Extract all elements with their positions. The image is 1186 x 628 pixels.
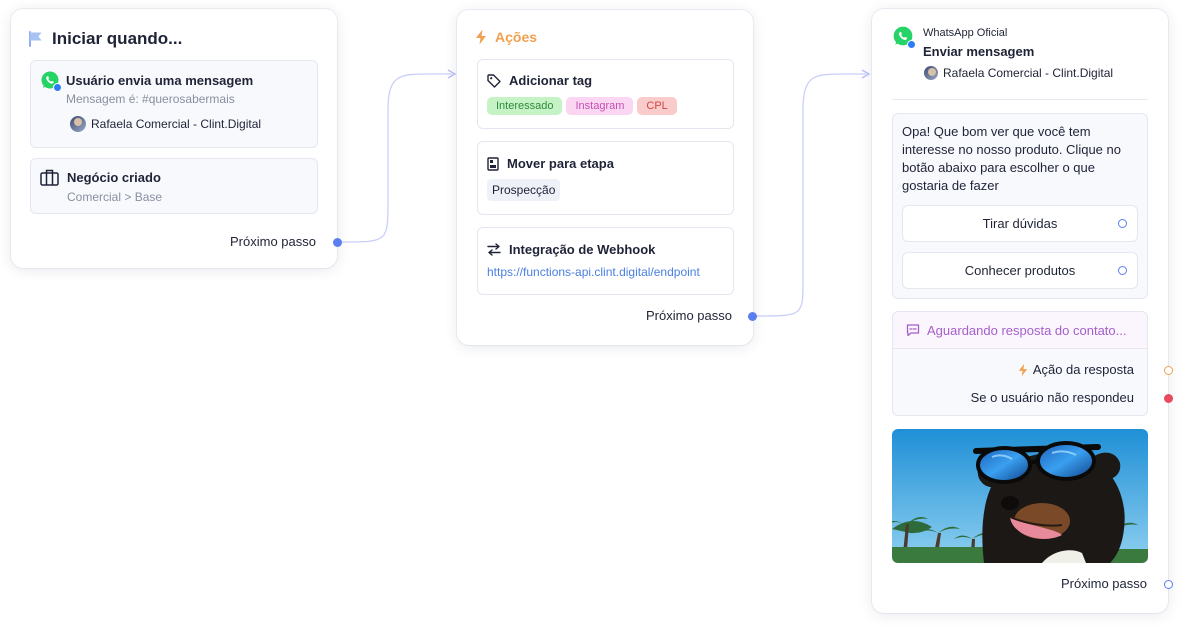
tag-chip-interessado: Interessado (487, 97, 563, 115)
message-image (892, 429, 1148, 563)
reply-button-handle[interactable] (1118, 219, 1127, 228)
on-reply-row: Ação da resposta (1018, 362, 1134, 377)
connector-arrowhead-2 (861, 69, 871, 79)
add-tag-title: Adicionar tag (509, 73, 593, 88)
trigger-card-title: Iniciar quando... (52, 29, 183, 48)
briefcase-icon (40, 169, 59, 186)
actions-card-header: Ações (475, 29, 537, 45)
tag-icon (487, 73, 501, 88)
reply-button-handle[interactable] (1118, 266, 1127, 275)
flag-icon (29, 31, 42, 47)
whatsapp-provider: WhatsApp Oficial (923, 27, 1008, 39)
trigger-message-header: Usuário envia uma mensagem (40, 70, 254, 92)
trigger-message-user-name: Rafaela Comercial - Clint.Digital (91, 117, 262, 131)
next-step-handle[interactable] (748, 312, 757, 321)
next-step-handle[interactable] (1164, 580, 1173, 589)
waiting-response-header: Aguardando resposta do contato... (893, 312, 1147, 349)
trigger-deal-path: Comercial > Base (67, 190, 163, 204)
swap-arrows-icon (487, 243, 501, 256)
trigger-deal-title: Negócio criado (67, 170, 161, 185)
webhook-item[interactable]: Integração de Webhook https://functions-… (477, 227, 734, 295)
move-stage-title: Mover para etapa (507, 156, 614, 171)
no-reply-handle[interactable] (1164, 394, 1173, 403)
next-step-label: Próximo passo (646, 308, 732, 323)
trigger-message-condition: Mensagem é: #querosabermais (66, 92, 235, 106)
tag-chip-cpl: CPL (637, 97, 677, 115)
on-reply-label: Ação da resposta (1032, 362, 1134, 377)
next-step-label: Próximo passo (230, 234, 316, 249)
verified-badge-icon (907, 40, 916, 49)
webhook-header: Integração de Webhook (487, 242, 655, 257)
waiting-response-block[interactable]: Aguardando resposta do contato... Ação d… (892, 311, 1148, 416)
trigger-card-header: Iniciar quando... (29, 29, 182, 49)
webhook-title: Integração de Webhook (509, 242, 656, 257)
tag-chip-instagram: Instagram (566, 97, 634, 115)
avatar (924, 66, 938, 80)
trigger-message-user: Rafaela Comercial - Clint.Digital (70, 116, 261, 132)
avatar (70, 116, 86, 132)
whatsapp-card[interactable]: WhatsApp Oficial Enviar mensagem Rafaela… (872, 9, 1173, 613)
stage-chip: Prospecção (487, 179, 561, 201)
message-bubble[interactable]: Opa! Que bom ver que você tem interesse … (892, 113, 1148, 299)
connector-trigger-to-actions (341, 73, 452, 243)
move-stage-item[interactable]: Mover para etapa Prospecção (477, 141, 734, 215)
stage-chip-wrap: Prospecção (487, 179, 561, 201)
reply-button-2[interactable]: Conhecer produtos (902, 252, 1138, 289)
reply-button-label: Tirar dúvidas (982, 216, 1058, 231)
divider (892, 99, 1148, 100)
actions-card-title: Ações (495, 29, 538, 45)
trigger-card[interactable]: Iniciar quando... Usuário envia uma mens… (11, 9, 342, 268)
next-step-handle[interactable] (333, 238, 342, 247)
lightning-icon (1018, 363, 1027, 376)
stage-icon (487, 156, 499, 171)
trigger-deal-item[interactable]: Negócio criado Comercial > Base (30, 158, 318, 214)
next-step-label: Próximo passo (1061, 576, 1147, 591)
add-tag-header: Adicionar tag (487, 73, 592, 88)
whatsapp-user-name: Rafaela Comercial - Clint.Digital (943, 66, 1114, 80)
trigger-deal-header: Negócio criado (40, 169, 161, 186)
reply-button-1[interactable]: Tirar dúvidas (902, 205, 1138, 242)
message-text: Opa! Que bom ver que você tem interesse … (902, 124, 1121, 193)
move-stage-header: Mover para etapa (487, 156, 614, 171)
whatsapp-icon (892, 25, 916, 49)
no-reply-row: Se o usuário não respondeu (971, 390, 1134, 405)
waiting-response-title: Aguardando resposta do contato... (927, 322, 1127, 338)
lightning-icon (476, 29, 486, 45)
reply-button-label: Conhecer produtos (964, 263, 1076, 278)
whatsapp-action: Enviar mensagem (923, 44, 1035, 59)
whatsapp-user: Rafaela Comercial - Clint.Digital (924, 66, 1113, 80)
dog-with-sunglasses-image (892, 429, 1148, 563)
connector-actions-to-whatsapp (756, 73, 866, 317)
trigger-message-item[interactable]: Usuário envia uma mensagem Mensagem é: #… (30, 60, 318, 148)
on-reply-handle[interactable] (1164, 366, 1173, 375)
verified-badge-icon (53, 83, 62, 92)
no-reply-label: Se o usuário não respondeu (970, 390, 1134, 405)
webhook-url[interactable]: https://functions-api.clint.digital/endp… (487, 265, 700, 279)
connector-arrowhead-1 (447, 69, 457, 79)
trigger-message-title: Usuário envia uma mensagem (66, 72, 254, 88)
whatsapp-icon (40, 70, 62, 92)
chat-wait-icon (906, 324, 920, 337)
